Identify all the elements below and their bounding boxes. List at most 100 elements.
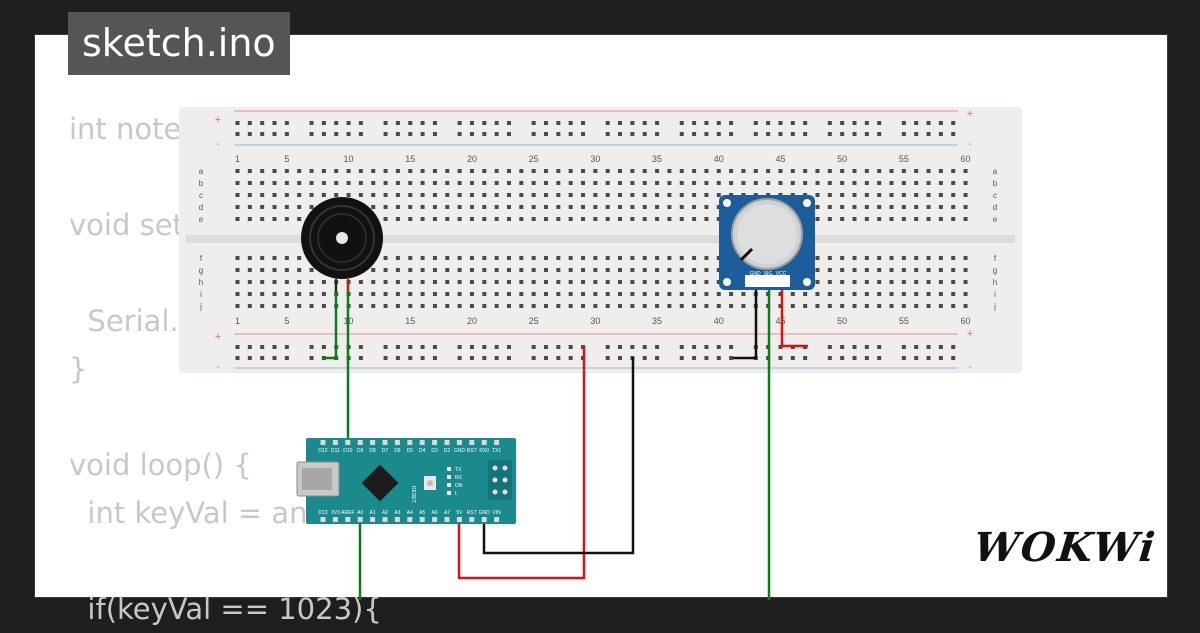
breadboard-hole: [605, 181, 610, 185]
rail-hole: [358, 121, 363, 125]
breadboard-hole: [655, 205, 660, 209]
pin-label: D13: [318, 510, 327, 516]
breadboard-hole: [729, 304, 734, 308]
breadboard-hole: [247, 280, 252, 284]
rail-hole: [568, 356, 573, 360]
breadboard-hole: [655, 169, 660, 173]
rail-hole: [692, 356, 697, 360]
breadboard-hole: [321, 304, 326, 308]
breadboard-hole: [605, 169, 610, 173]
breadboard-hole: [716, 280, 721, 284]
breadboard-hole: [630, 304, 635, 308]
rail-hole: [383, 121, 388, 125]
breadboard-hole: [704, 181, 709, 185]
breadboard-hole: [716, 256, 721, 260]
breadboard-hole: [951, 280, 956, 284]
breadboard-hole: [482, 304, 487, 308]
breadboard-hole: [321, 193, 326, 197]
breadboard-hole: [519, 280, 524, 284]
rail-hole: [901, 356, 906, 360]
header-pin: [419, 517, 425, 522]
column-number: 1: [235, 316, 240, 326]
wire-pot-vcc[interactable]: [780, 282, 808, 348]
rail-hole: [827, 345, 832, 349]
breadboard-hole: [864, 292, 869, 296]
breadboard-hole: [247, 217, 252, 221]
breadboard-hole: [506, 268, 511, 272]
wire-5v[interactable]: [457, 346, 586, 580]
breadboard-hole: [889, 169, 894, 173]
wire-buzzer-gnd[interactable]: [322, 282, 338, 360]
breadboard-hole: [655, 217, 660, 221]
rail-hole: [926, 356, 931, 360]
breadboard-hole: [642, 292, 647, 296]
breadboard-hole: [272, 292, 277, 296]
rail-hole: [716, 356, 721, 360]
breadboard-hole: [618, 181, 623, 185]
breadboard-hole: [432, 280, 437, 284]
rail-hole: [235, 121, 240, 125]
breadboard-hole: [260, 268, 265, 272]
breadboard-hole: [840, 169, 845, 173]
breadboard-hole: [704, 193, 709, 197]
breadboard-hole: [469, 304, 474, 308]
breadboard-hole: [284, 280, 289, 284]
header-pin: [370, 440, 376, 445]
rail-hole: [383, 132, 388, 136]
rail-hole: [618, 345, 623, 349]
rail-hole: [642, 132, 647, 136]
breadboard-hole: [926, 304, 931, 308]
potentiometer[interactable]: GND SIG VCC: [719, 195, 815, 290]
rail-hole: [864, 356, 869, 360]
column-number: 30: [590, 154, 600, 164]
breadboard-hole: [297, 256, 302, 260]
breadboard-hole: [852, 193, 857, 197]
rail-hole: [729, 121, 734, 125]
breadboard-hole: [667, 256, 672, 260]
breadboard-hole: [605, 292, 610, 296]
wokwi-logo[interactable]: WOKWi: [971, 524, 1160, 571]
rail-hole: [408, 121, 413, 125]
wires: [322, 282, 808, 600]
rail-hole: [556, 132, 561, 136]
breadboard-hole: [951, 304, 956, 308]
breadboard-hole: [346, 181, 351, 185]
breadboard-hole: [827, 193, 832, 197]
breadboard-hole: [729, 169, 734, 173]
wire-gnd[interactable]: [482, 357, 635, 555]
breadboard-hole: [581, 256, 586, 260]
wire-pot-gnd[interactable]: [733, 282, 758, 360]
breadboard-hole: [457, 205, 462, 209]
rail-hole: [531, 345, 536, 349]
project-title-tab[interactable]: sketch.ino: [68, 12, 290, 75]
column-number: 1: [235, 154, 240, 164]
column-number: 60: [961, 154, 971, 164]
breadboard-hole: [247, 193, 252, 197]
breadboard-hole: [692, 304, 697, 308]
piezo-buzzer[interactable]: [301, 197, 383, 292]
breadboard-hole: [692, 292, 697, 296]
breadboard-hole: [260, 169, 265, 173]
breadboard-hole: [914, 256, 919, 260]
breadboard-hole: [877, 256, 882, 260]
header-pin: [382, 440, 388, 445]
breadboard-hole: [618, 268, 623, 272]
rail-hole: [358, 356, 363, 360]
rail-hole: [383, 345, 388, 349]
rail-hole: [469, 356, 474, 360]
header-pin: [419, 440, 425, 445]
breadboard-hole: [383, 292, 388, 296]
breadboard-hole: [544, 181, 548, 185]
breadboard-hole: [938, 217, 943, 221]
breadboard-hole: [432, 205, 437, 209]
row-letter: a: [199, 167, 204, 176]
rail-hole: [938, 121, 943, 125]
pin-label: A2: [382, 510, 388, 516]
pin-label: A5: [419, 510, 425, 516]
breadboard-hole: [914, 280, 919, 284]
breadboard-hole: [544, 304, 548, 308]
breadboard-hole: [445, 256, 450, 260]
breadboard-hole: [963, 205, 968, 209]
